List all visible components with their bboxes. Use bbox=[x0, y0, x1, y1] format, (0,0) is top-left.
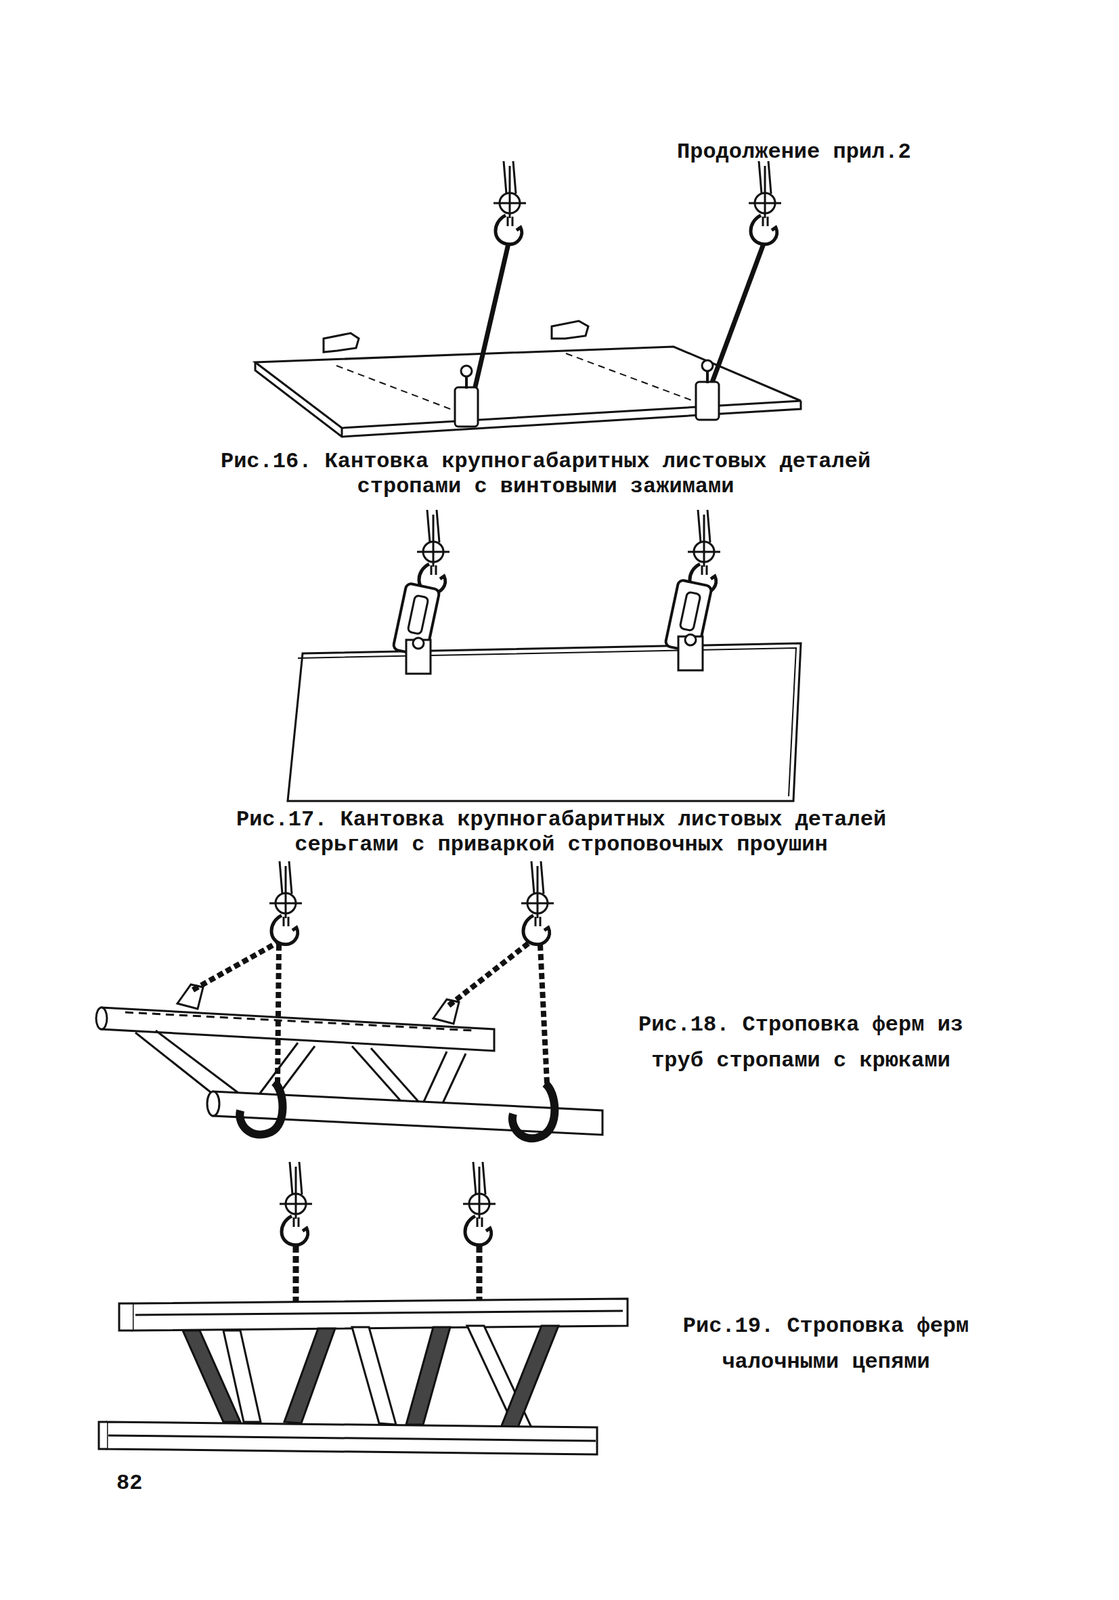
figure-caption: Рис.16. Кантовка крупногабаритных листов… bbox=[203, 449, 888, 500]
page-header: Продолжение прил.2 bbox=[676, 139, 962, 166]
figure-caption: Рис.17. Кантовка крупногабаритных листов… bbox=[219, 807, 904, 858]
figure-19 bbox=[98, 1161, 628, 1455]
figure-18 bbox=[96, 861, 603, 1138]
figure-16 bbox=[255, 161, 801, 437]
figure-caption: Рис.18. Строповка ферм из труб стропами … bbox=[631, 1007, 971, 1080]
figure-caption: Рис.19. Строповка ферм чалочными цепями bbox=[673, 1308, 979, 1381]
figure-17 bbox=[287, 509, 801, 801]
page-number: 82 bbox=[116, 1470, 171, 1496]
